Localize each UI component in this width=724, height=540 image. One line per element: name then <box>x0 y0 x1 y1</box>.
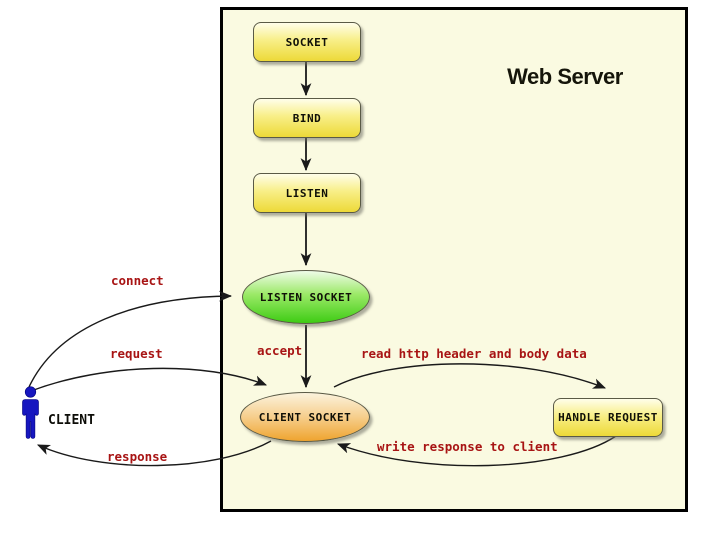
node-bind-label: BIND <box>292 111 322 125</box>
node-handle-request: HANDLE REQUEST <box>553 398 663 437</box>
node-handle-request-label: HANDLE REQUEST <box>558 411 658 424</box>
arrow-connect <box>28 290 233 388</box>
node-listen-label: LISTEN <box>285 186 329 200</box>
node-socket-label: SOCKET <box>285 35 329 49</box>
node-bind: BIND <box>253 98 361 138</box>
edge-label-accept: accept <box>257 343 303 358</box>
edge-label-connect: connect <box>111 273 164 288</box>
edge-label-request: request <box>110 346 163 361</box>
arrow-read-http <box>333 363 607 389</box>
person-icon <box>22 386 39 439</box>
node-socket: SOCKET <box>253 22 361 62</box>
edge-label-read-http: read http header and body data <box>361 346 587 361</box>
node-listen: LISTEN <box>253 173 361 213</box>
web-server-title: Web Server <box>507 64 623 89</box>
arrow-response <box>37 440 272 467</box>
node-listen-socket: LISTEN SOCKET <box>242 270 370 324</box>
client-label: CLIENT <box>48 413 95 428</box>
node-client-socket: CLIENT SOCKET <box>240 392 370 442</box>
edge-label-write-response: write response to client <box>377 439 558 454</box>
arrow-request <box>30 367 268 392</box>
edge-label-response: response <box>107 449 168 464</box>
node-listen-socket-label: LISTEN SOCKET <box>259 290 353 304</box>
arrow-write-response <box>336 435 617 467</box>
node-client-socket-label: CLIENT SOCKET <box>258 410 352 424</box>
